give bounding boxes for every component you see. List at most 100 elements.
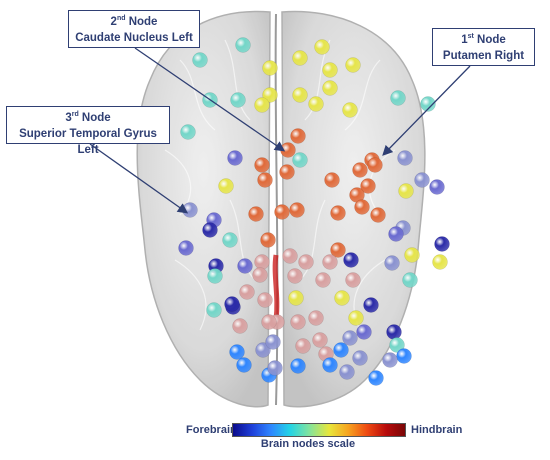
brain-node-sphere [312, 332, 328, 348]
brain-node-sphere [352, 350, 368, 366]
brain-node-sphere [390, 90, 406, 106]
brain-node-sphere [265, 334, 281, 350]
brain-node-sphere [339, 364, 355, 380]
brain-node-sphere [254, 254, 270, 270]
brain-node-sphere [229, 344, 245, 360]
node-3-word: Node [81, 112, 111, 124]
brain-node-sphere [255, 342, 271, 358]
brain-node-sphere [314, 39, 330, 55]
brain-node-sphere [262, 87, 278, 103]
brain-node-sphere [324, 172, 340, 188]
brain-node-sphere [420, 96, 436, 112]
brain-node-sphere [202, 222, 218, 238]
brain-node-sphere [370, 207, 386, 223]
brain-node-sphere [398, 183, 414, 199]
brain-node-sphere [432, 254, 448, 270]
brain-node-sphere [290, 358, 306, 374]
brain-node-sphere [388, 226, 404, 242]
scale-title: Brain nodes scale [260, 438, 356, 450]
brain-node-sphere [322, 80, 338, 96]
brain-node-sphere [343, 252, 359, 268]
brain-node-sphere [342, 330, 358, 346]
brain-node-sphere [402, 272, 418, 288]
brain-node-sphere [218, 178, 234, 194]
brain-node-sphere [207, 268, 223, 284]
callout-node-3: 3rd Node Superior Temporal Gyrus Left [6, 106, 170, 156]
brain-node-sphere [360, 178, 376, 194]
brain-node-sphere [282, 248, 298, 264]
scale-left-label: Forebrain [186, 424, 237, 436]
brain-node-sphere [298, 254, 314, 270]
node-2-region: Caudate Nucleus Left [75, 32, 193, 44]
brain-node-sphere [235, 37, 251, 53]
brain-node-sphere [363, 297, 379, 313]
brain-node-sphere [434, 236, 450, 252]
brain-node-sphere [333, 342, 349, 358]
brain-node-sphere [267, 360, 283, 376]
brain-node-sphere [382, 352, 398, 368]
brain-node-sphere [345, 57, 361, 73]
brain-node-sphere [345, 272, 361, 288]
brain-node-sphere [295, 338, 311, 354]
brain-node-sphere [237, 258, 253, 274]
brain-node-sphere [260, 232, 276, 248]
node-3-ordinal: 3 [65, 112, 72, 124]
brain-node-sphere [261, 314, 277, 330]
brain-node-sphere [288, 290, 304, 306]
brain-node-sphere [252, 267, 268, 283]
brain-node-sphere [389, 337, 405, 353]
callout-node-2: 2nd Node Caudate Nucleus Left [68, 10, 200, 48]
brain-node-sphere [348, 310, 364, 326]
brain-node-sphere [356, 324, 372, 340]
brain-node-sphere [354, 199, 370, 215]
brain-node-sphere [239, 284, 255, 300]
brain-node-sphere [404, 247, 420, 263]
brain-node-sphere [429, 179, 445, 195]
brain-node-sphere [232, 318, 248, 334]
brain-node-sphere [292, 50, 308, 66]
node-1-ordinal: 1 [461, 34, 468, 46]
brain-node-sphere [308, 310, 324, 326]
midline-red-structure [272, 254, 280, 321]
brain-node-sphere [292, 87, 308, 103]
brain-node-sphere [279, 164, 295, 180]
brain-node-sphere [262, 60, 278, 76]
brain-node-sphere [315, 272, 331, 288]
arrow-node-1 [382, 65, 471, 156]
brain-node-sphere [236, 357, 252, 373]
callout-node-1: 1st Node Putamen Right [432, 28, 535, 66]
arrow-node-2 [134, 47, 286, 152]
arrow-node-3 [89, 143, 189, 214]
brain-node-sphere [334, 290, 350, 306]
brain-node-sphere [182, 202, 198, 218]
brain-node-sphere [386, 324, 402, 340]
brain-node-sphere [274, 204, 290, 220]
brain-node-sphere [254, 157, 270, 173]
brain-node-sphere [322, 254, 338, 270]
brain-node-sphere [290, 128, 306, 144]
scale-right-label: Hindbrain [411, 424, 463, 436]
brain-node-sphere [248, 206, 264, 222]
brain-node-sphere [322, 357, 338, 373]
brain-node-sphere [206, 302, 222, 318]
node-2-ordinal: 2 [110, 16, 117, 28]
brain-node-sphere [227, 150, 243, 166]
brain-node-sphere [322, 62, 338, 78]
color-scale-bar [232, 423, 406, 437]
brain-node-sphere [224, 296, 240, 312]
node-1-word: Node [477, 34, 506, 46]
brain-node-sphere [308, 96, 324, 112]
brain-node-sphere [414, 172, 430, 188]
brain-node-sphere [367, 157, 383, 173]
node-3-suffix: rd [71, 111, 79, 119]
brain-node-sphere [384, 255, 400, 271]
brain-node-sphere [289, 202, 305, 218]
brain-nodes [178, 37, 450, 386]
brain-node-sphere [192, 52, 208, 68]
brain-node-sphere [257, 292, 273, 308]
brain-node-sphere [178, 240, 194, 256]
brain-node-sphere [290, 314, 306, 330]
brain-node-sphere [222, 232, 238, 248]
node-2-suffix: nd [116, 15, 126, 23]
